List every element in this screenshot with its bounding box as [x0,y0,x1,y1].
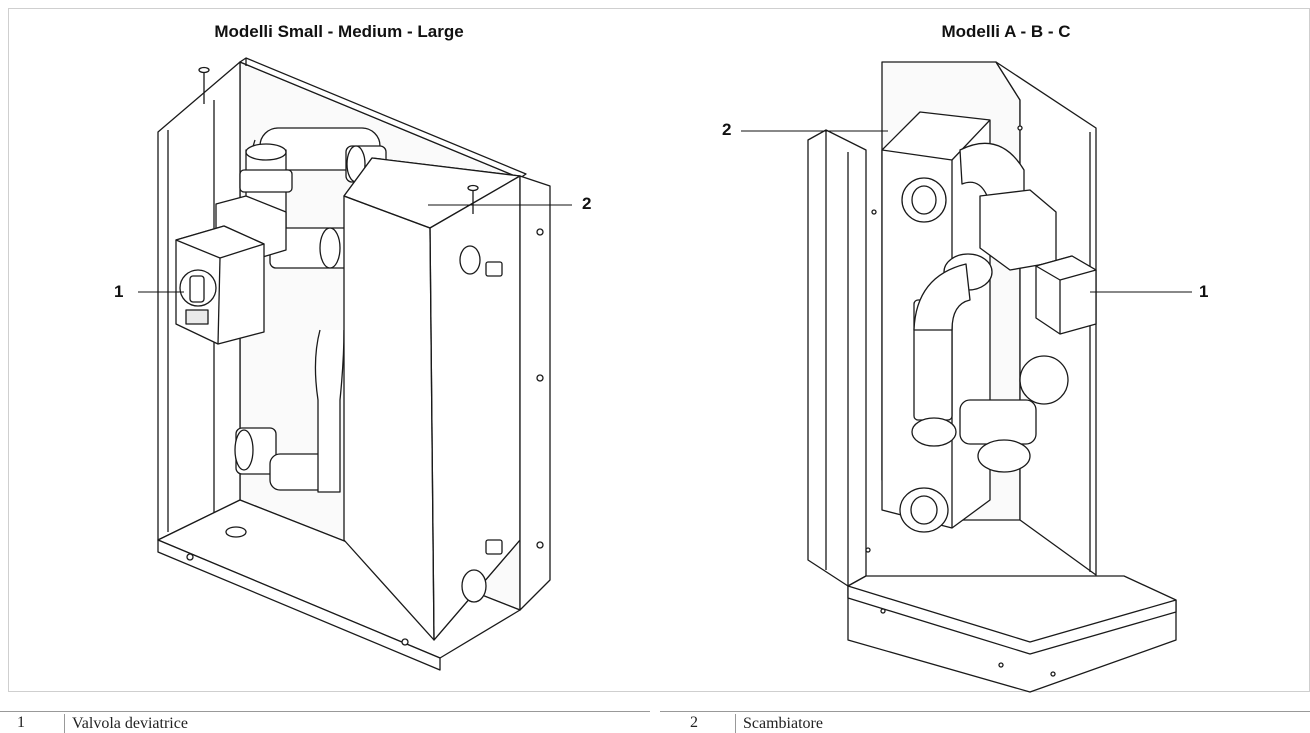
legend-item-2-number: 2 [690,714,698,731]
right-callout-1: 1 [1199,282,1209,301]
legend-divider-left [0,711,650,712]
right-unit-drawing [807,61,1177,693]
legend-item-1-number: 1 [17,714,25,731]
left-unit-drawing [157,57,551,671]
legend-item-2-label: Scambiatore [735,714,823,733]
legend-divider-right [660,711,1310,712]
right-callout-2: 2 [722,120,732,139]
left-panel-title: Modelli Small - Medium - Large [214,22,464,41]
left-callout-2: 2 [582,194,592,213]
left-callout-1: 1 [114,282,124,301]
right-panel-title: Modelli A - B - C [941,22,1071,41]
legend-item-1-label: Valvola deviatrice [64,714,188,733]
